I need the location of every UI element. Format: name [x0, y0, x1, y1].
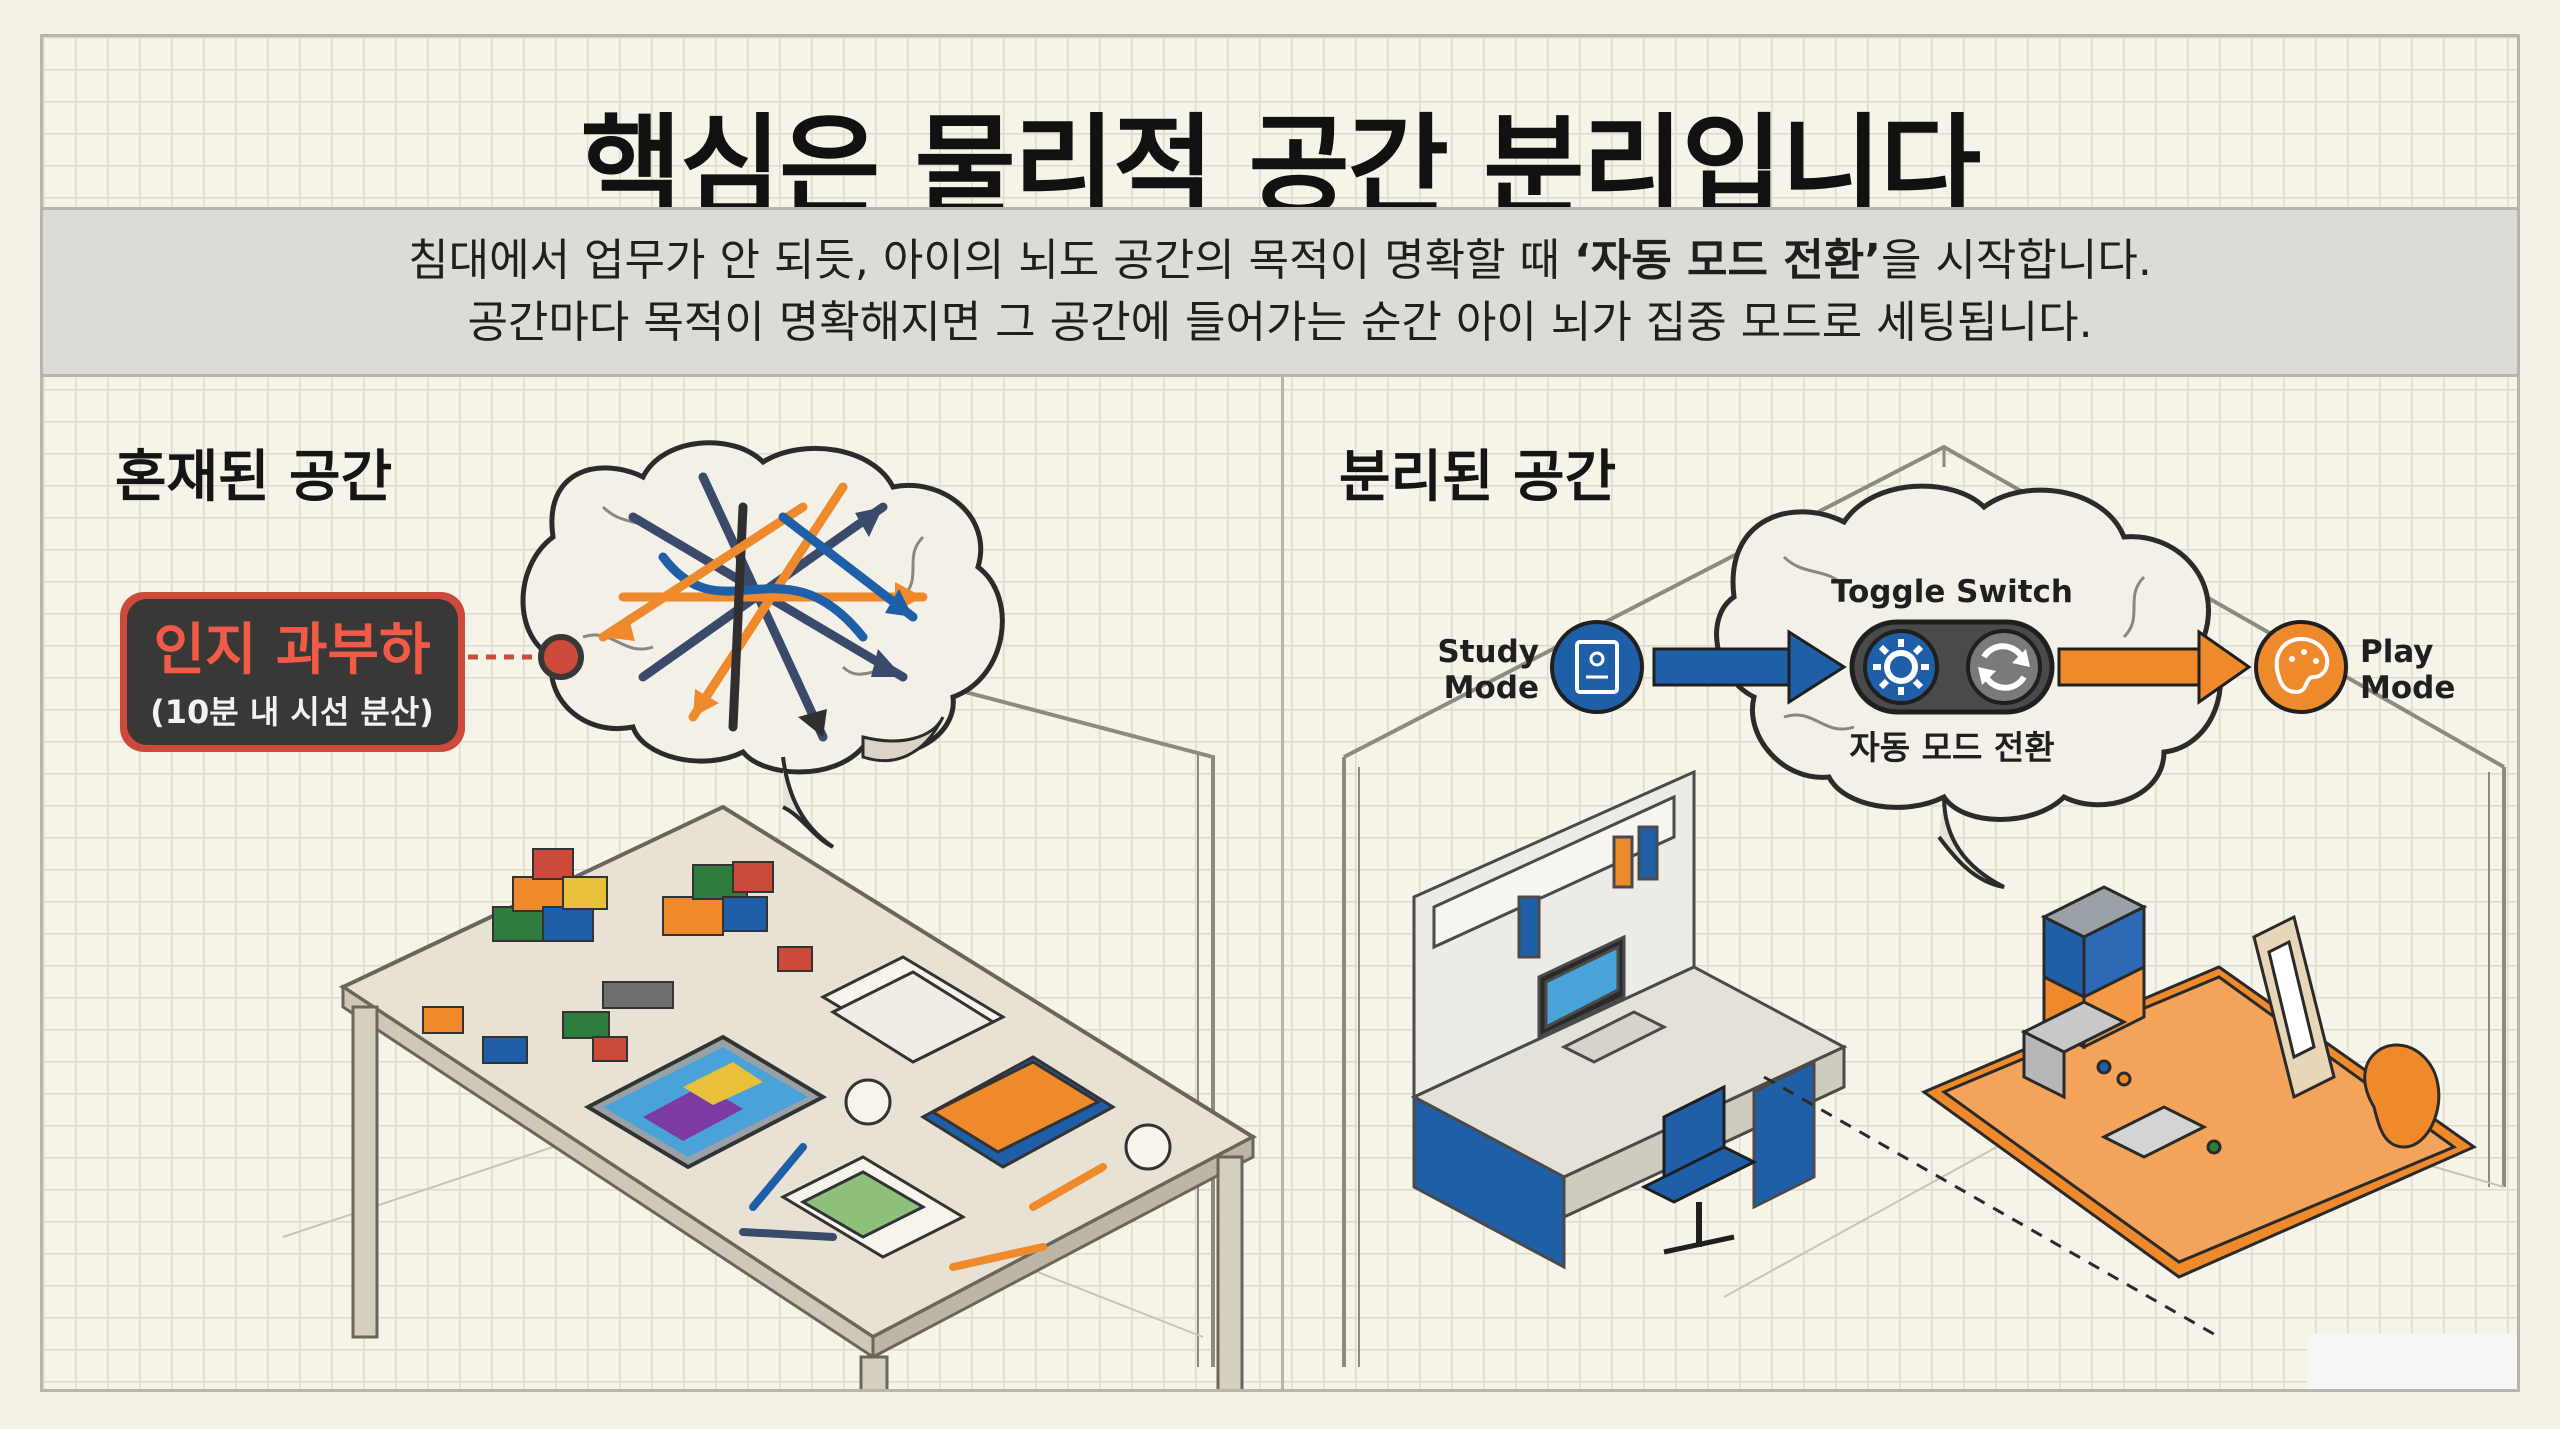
toggle-switch	[1849, 619, 2055, 715]
tablet-icon	[583, 1034, 828, 1170]
chaotic-arrows	[598, 472, 928, 742]
pencils-icon	[739, 1143, 1107, 1271]
overload-badge-title: 인지 과부하	[153, 618, 430, 683]
banner-line-1-end: 을 시작합니다.	[1880, 235, 2152, 286]
study-mode-label-2: Mode	[1444, 670, 1539, 706]
left-panel-title: 혼재된 공간	[115, 445, 393, 510]
play-area	[1920, 885, 2478, 1279]
study-to-switch-arrow	[1652, 629, 1847, 705]
desk-chair	[1640, 1084, 1758, 1255]
brain-icon	[520, 440, 1005, 849]
banner-highlight: ‘자동 모드 전환’	[1574, 235, 1881, 286]
lego-blocks	[422, 848, 813, 1064]
overload-badge-subtitle: (10분 내 시선 분산)	[150, 693, 434, 731]
palette-icon	[2254, 620, 2348, 714]
infographic-frame: 핵심은 물리적 공간 분리입니다 침대에서 업무가 안 되듯, 아이의 뇌도 공…	[40, 34, 2520, 1392]
panel-divider	[1281, 377, 1284, 1389]
play-mode-label-1: Play	[2360, 634, 2434, 670]
refresh-icon	[1978, 643, 2030, 691]
switch-caption: 자동 모드 전환	[1849, 728, 2054, 767]
books-icon	[779, 955, 1116, 1259]
arrow-heads	[603, 507, 923, 737]
right-scene: Toggle Switch 자동 모드 전환 Study Mode Play M…	[1342, 444, 2506, 1367]
paper-balls	[844, 1078, 1172, 1171]
study-desk	[1410, 769, 1848, 1270]
study-mode-icon	[1550, 620, 1644, 714]
gear-icon	[1873, 639, 1929, 695]
banner-line-1: 침대에서 업무가 안 되듯, 아이의 뇌도 공간의 목적이 명확할 때 ‘자동 …	[43, 230, 2517, 292]
corner-watermark-area	[2307, 1334, 2517, 1389]
play-mode-label-2: Mode	[2360, 670, 2455, 706]
switch-to-play-arrow	[2057, 629, 2252, 705]
toggle-switch-label: Toggle Switch	[1831, 574, 2073, 610]
explanation-banner: 침대에서 업무가 안 되듯, 아이의 뇌도 공간의 목적이 명확할 때 ‘자동 …	[43, 207, 2517, 377]
banner-line-2: 공간마다 목적이 명확해지면 그 공간에 들어가는 순간 아이 뇌가 집중 모드…	[467, 297, 2093, 348]
overload-badge	[120, 592, 584, 752]
left-scene: 인지 과부하 (10분 내 시선 분산)	[120, 440, 1258, 1389]
right-panel-title: 분리된 공간	[1339, 445, 1617, 510]
banner-line-1-text: 침대에서 업무가 안 되듯, 아이의 뇌도 공간의 목적이 명확할 때	[408, 235, 1575, 286]
study-mode-label-1: Study	[1437, 634, 1539, 670]
